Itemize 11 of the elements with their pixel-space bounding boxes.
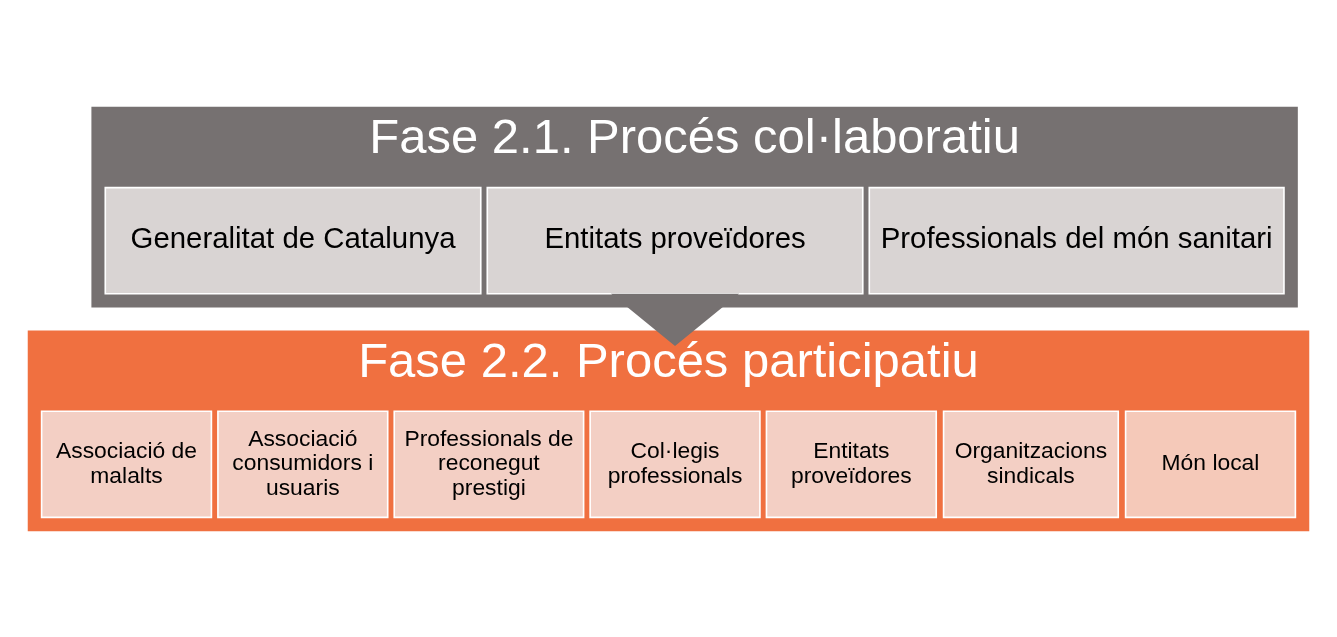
node-box: Entitats proveïdores (765, 409, 938, 518)
node-box: Organitzacions sindicals (942, 409, 1120, 518)
node-box: Generalitat de Catalunya (104, 186, 482, 294)
arrow (610, 293, 740, 346)
node-box: Associació de malalts (40, 409, 213, 518)
node-box: Professionals de reconegut prestigi (393, 409, 585, 518)
node-box: Món local (1124, 409, 1297, 518)
node-box: Entitats proveïdores (486, 186, 864, 294)
node-box: Professionals del món sanitari (868, 186, 1285, 294)
node-box: Associació consumidors i usuaris (217, 409, 389, 518)
node-box: Col·legis professionals (589, 409, 761, 518)
